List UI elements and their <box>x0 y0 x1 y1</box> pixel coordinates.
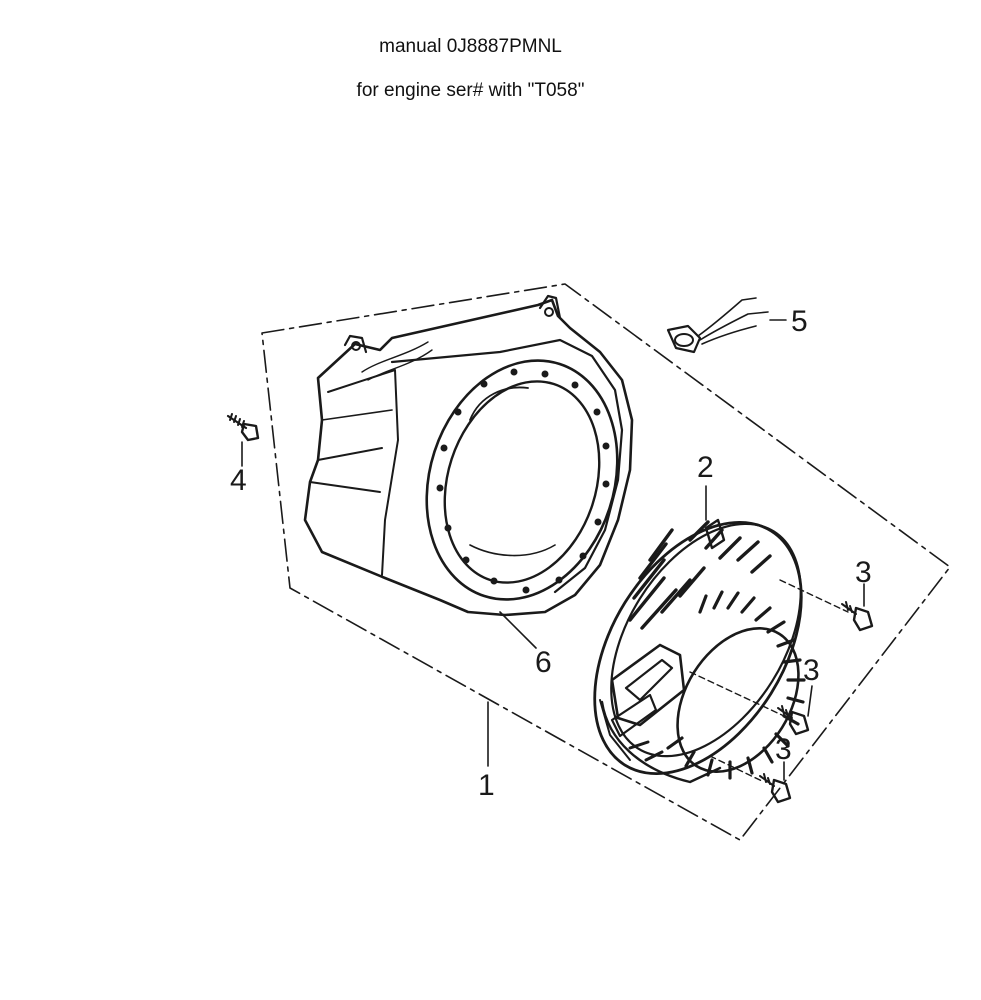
callout-1: 1 <box>478 769 495 802</box>
engine-serial-note: for engine ser# with "T058" <box>356 80 585 101</box>
sensor-part <box>666 297 787 354</box>
fan-cover-part <box>303 294 634 617</box>
callout-3-upper: 3 <box>855 556 872 589</box>
flange-bolt-middle <box>689 671 813 736</box>
callout-3-middle: 3 <box>803 654 820 687</box>
side-bolt-part <box>226 413 260 467</box>
fan-cover-leader <box>499 611 537 649</box>
callout-2: 2 <box>697 451 714 484</box>
recoil-starter-part <box>593 485 806 784</box>
manual-number: manual 0J8887PMNL <box>379 36 562 57</box>
callout-6: 6 <box>535 646 552 679</box>
assembly-boundary <box>261 283 951 841</box>
flange-bolt-lower <box>709 755 792 804</box>
callout-5: 5 <box>791 305 808 338</box>
callout-4: 4 <box>230 464 247 497</box>
callout-3-lower: 3 <box>775 733 792 766</box>
flange-bolt-upper <box>779 579 874 632</box>
